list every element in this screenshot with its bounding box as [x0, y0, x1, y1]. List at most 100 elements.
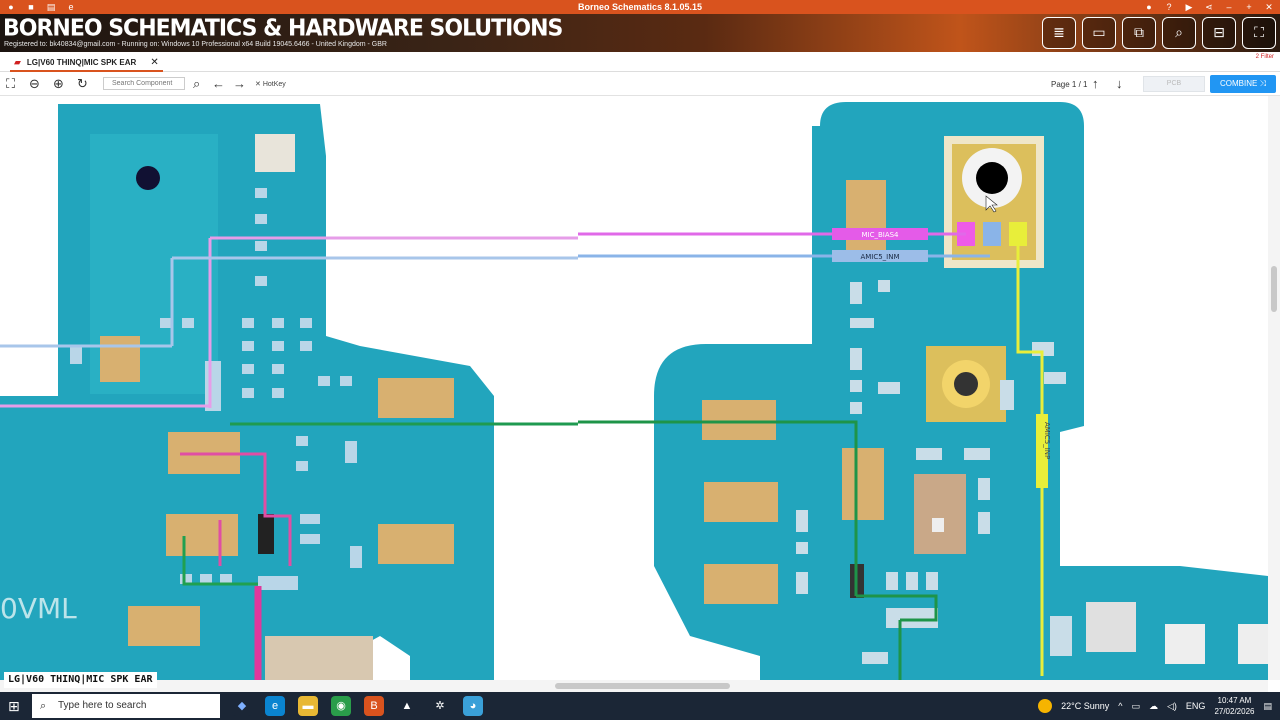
notification-icon[interactable]: ▤ — [1263, 700, 1272, 711]
schematic-list-icon[interactable]: ≣ — [1042, 17, 1076, 49]
component-pad — [842, 448, 884, 520]
task-view-icon[interactable]: ◆ — [232, 696, 252, 716]
zoom-search-icon[interactable]: ⌕ — [1162, 17, 1196, 49]
vertical-scrollbar[interactable] — [1268, 96, 1280, 680]
component-pad — [1086, 602, 1136, 652]
connector-pad — [378, 524, 454, 564]
person-icon[interactable]: ● — [8, 2, 14, 12]
edge-icon[interactable]: e — [68, 2, 74, 12]
search-component-input[interactable] — [103, 77, 185, 90]
volume-icon[interactable]: ◁) — [1167, 700, 1177, 711]
help-icon[interactable]: ? — [1166, 2, 1172, 12]
mic-port-hole — [976, 162, 1008, 194]
tab-label: LG|V60 THINQ|MIC SPK EAR — [26, 58, 137, 67]
weather-text[interactable]: 22°C Sunny — [1061, 701, 1110, 711]
zoom-in-icon[interactable]: ⊕ — [53, 76, 64, 91]
connector-pad — [702, 400, 776, 440]
devices-icon[interactable]: ⧉ — [1122, 17, 1156, 49]
tab-bar: ▰ LG|V60 THINQ|MIC SPK EAR ✕ 2 Filter — [0, 52, 1280, 72]
share-icon[interactable]: ⋖ — [1205, 2, 1213, 12]
start-button[interactable]: ⊞ — [8, 698, 20, 714]
zoom-out-icon[interactable]: ⊖ — [29, 76, 40, 91]
refresh-icon[interactable]: ↻ — [77, 76, 88, 91]
search-icon: ⌕ — [40, 700, 47, 712]
system-tray: 22°C Sunny ^ ▭ ☁ ◁) ENG 10:47 AM 27/02/2… — [1038, 692, 1272, 720]
print-icon[interactable]: ▤ — [46, 2, 56, 12]
pdf-icon: ▰ — [14, 57, 21, 67]
hotkey-label[interactable]: ✕ HotKey — [255, 81, 286, 88]
brand-logo: BORNEO SCHEMATICS & HARDWARE SOLUTIONS — [3, 15, 563, 42]
connector-pad — [378, 378, 454, 418]
filter-badge[interactable]: 2 Filter — [1255, 54, 1274, 60]
search-icon[interactable]: ⌕ — [193, 76, 201, 91]
youtube-icon[interactable]: ▶ — [1185, 2, 1193, 12]
title-bar: ● ■ ▤ e Borneo Schematics 8.1.05.15 ● ? … — [0, 0, 1280, 14]
mouse-cursor-icon — [985, 195, 998, 213]
back-arrow-icon[interactable]: ← — [212, 76, 225, 91]
page-up-icon[interactable]: ↑ — [1092, 76, 1099, 91]
minimize-icon[interactable]: – — [1226, 2, 1232, 12]
fit-screen-icon[interactable]: ⛶ — [6, 76, 16, 91]
net-label-bg — [832, 228, 928, 240]
chevron-up-icon[interactable]: ^ — [1118, 701, 1123, 711]
network-icon[interactable]: ▭ — [1131, 700, 1140, 711]
horizontal-scroll-thumb[interactable] — [555, 683, 730, 689]
connector-pad — [100, 336, 140, 382]
net-label-amic5-inp[interactable]: AMIC5_INP — [1043, 422, 1051, 459]
close-icon[interactable]: ✕ — [1265, 2, 1273, 12]
mic-pad-inp — [1009, 222, 1027, 246]
app-icon[interactable]: ◕ — [463, 696, 483, 716]
silkscreen-text: 0VML — [0, 592, 77, 625]
banner-tools: ≣ ▭ ⧉ ⌕ ⊟ ⛶ — [1042, 17, 1276, 49]
taskbar-apps: ◆ e ▬ ◉ B ▲ ✲ ◕ — [232, 696, 483, 716]
page-down-icon[interactable]: ↓ — [1116, 76, 1123, 91]
clock[interactable]: 10:47 AM 27/02/2026 — [1214, 696, 1255, 716]
mic-pad-inm — [983, 222, 1001, 246]
net-label-mic-bias4[interactable]: MIC_BIAS4 — [861, 231, 899, 239]
window-icon[interactable]: ⊟ — [1202, 17, 1236, 49]
connector-pad — [704, 482, 778, 522]
rf-connector-core — [954, 372, 978, 396]
chip-package — [914, 474, 966, 554]
close-tab-icon[interactable]: ✕ — [150, 57, 159, 68]
forward-arrow-icon[interactable]: → — [233, 76, 246, 91]
settings-icon[interactable]: ✲ — [430, 696, 450, 716]
pcb-drawing[interactable]: 0VML — [0, 96, 1268, 680]
restore-icon[interactable]: + — [1246, 2, 1252, 12]
connector-pad — [704, 564, 778, 604]
monitor-icon[interactable]: ▭ — [1082, 17, 1116, 49]
viewer-toolbar: ⛶ ⊖ ⊕ ↻ ⌕ ← → ✕ HotKey Page 1 / 1 ↑ ↓ PC… — [0, 72, 1280, 96]
registration-info: Registered to: bk40834@gmail.com - Runni… — [4, 41, 387, 48]
language-indicator[interactable]: ENG — [1185, 701, 1206, 711]
window-title: Borneo Schematics 8.1.05.15 — [577, 2, 703, 12]
edge-icon[interactable]: e — [265, 696, 285, 716]
pad-square — [255, 134, 295, 172]
app-icon[interactable]: ▲ — [397, 696, 417, 716]
cloud-icon[interactable]: ☁ — [1149, 700, 1158, 711]
board-view[interactable]: 0VML — [0, 96, 1268, 680]
combine-button[interactable]: COMBINE ⤨ — [1210, 75, 1276, 93]
chrome-icon[interactable]: ◉ — [331, 696, 351, 716]
horizontal-scrollbar[interactable] — [0, 680, 1268, 692]
user-icon[interactable]: ● — [1146, 2, 1152, 12]
component-pad — [846, 180, 886, 252]
vertical-scroll-thumb[interactable] — [1271, 266, 1277, 312]
connector-pad — [166, 514, 238, 556]
file-explorer-icon[interactable]: ▬ — [298, 696, 318, 716]
document-caption: LG|V60 THINQ|MIC SPK EAR — [4, 672, 157, 688]
left-traces — [0, 236, 578, 680]
chip-marker — [932, 518, 944, 532]
taskbar-search[interactable]: ⌕ Type here to search — [32, 694, 220, 718]
fullscreen-icon[interactable]: ⛶ — [1242, 17, 1276, 49]
net-label-amic5-inm[interactable]: AMIC5_INM — [860, 253, 899, 261]
net-label-bg — [1036, 414, 1048, 488]
borneo-app-icon[interactable]: B — [364, 696, 384, 716]
chip-label — [265, 636, 373, 680]
page-box[interactable]: PCB — [1143, 76, 1205, 92]
connector-pad — [128, 606, 200, 646]
inductor — [258, 514, 274, 554]
save-icon[interactable]: ■ — [28, 2, 34, 12]
windows-taskbar: ⊞ ⌕ Type here to search ◆ e ▬ ◉ B ▲ ✲ ◕ … — [0, 692, 1280, 720]
weather-icon — [1038, 699, 1053, 713]
tab-document[interactable]: ▰ LG|V60 THINQ|MIC SPK EAR ✕ — [10, 55, 163, 72]
